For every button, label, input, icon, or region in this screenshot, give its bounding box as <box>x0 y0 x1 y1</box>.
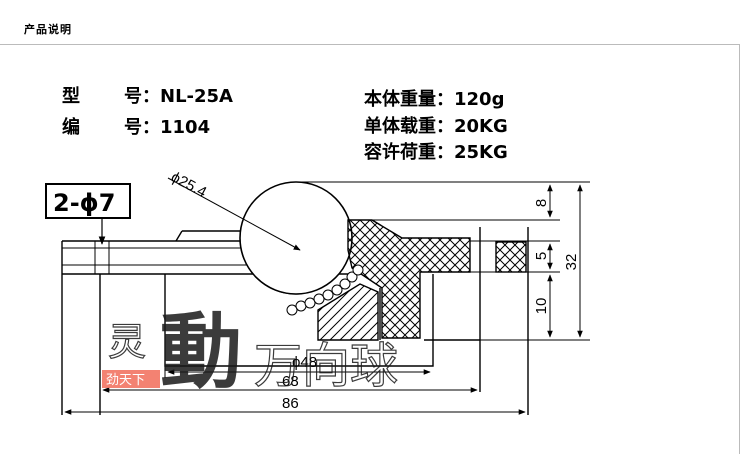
dim-48 <box>164 366 431 378</box>
hole-callout-box <box>45 183 131 219</box>
watermark-stamp-text: 劲天下 <box>106 373 145 388</box>
single-load: 单体载重：20KG <box>364 116 508 137</box>
small-balls <box>286 264 364 316</box>
frame-top-line <box>0 44 740 45</box>
watermark-stamp <box>102 370 160 388</box>
dim-10-label: 10 <box>533 298 550 315</box>
watermark-char-1: 灵 <box>108 320 146 364</box>
model-label: 型 <box>62 86 80 107</box>
code-value: 号：1104 <box>124 117 211 138</box>
hatched-ball-seat <box>317 283 379 341</box>
dim-68-label: 68 <box>282 373 299 390</box>
model-value: 号：NL-25A <box>124 86 233 107</box>
extension-lines <box>300 181 590 341</box>
hatched-section-far-right <box>495 241 527 273</box>
ball-dia-leader <box>167 177 301 251</box>
allowed-load: 容许荷重：25KG <box>364 142 508 163</box>
main-ball <box>239 181 353 295</box>
watermark: 灵 動 万向球 劲天下 <box>102 304 399 400</box>
watermark-text-3: 万向球 <box>254 338 398 394</box>
page-heading: 产品说明 <box>24 23 72 36</box>
hole-callout-text: 2-ϕ7 <box>53 189 115 217</box>
dim-32-label: 32 <box>563 254 580 271</box>
ball-lower-arc <box>239 237 301 295</box>
code-label: 编 <box>62 117 80 138</box>
frame-right-line <box>739 44 740 454</box>
ball-dia-label: ϕ25.4 <box>168 169 209 202</box>
dim-48-label: ϕ48 <box>292 354 317 371</box>
hatched-housing-right <box>347 219 471 339</box>
dim-5-label: 5 <box>533 252 550 260</box>
body-weight: 本体重量：120g <box>364 89 505 110</box>
dim-86-label: 86 <box>282 395 299 412</box>
dim-8-label: 8 <box>533 199 550 207</box>
watermark-char-2: 動 <box>160 304 242 400</box>
